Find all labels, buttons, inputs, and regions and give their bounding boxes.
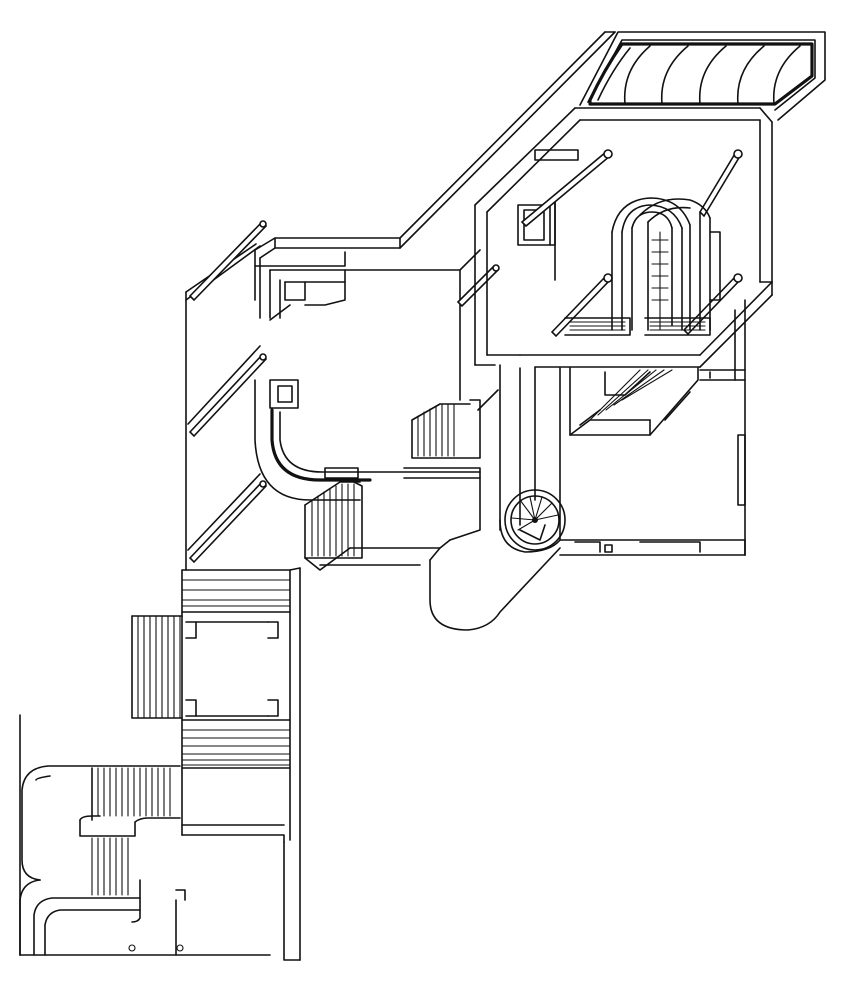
upper-rail-poles <box>522 150 742 336</box>
lower-wing <box>500 300 745 555</box>
stair-central-upper <box>412 400 480 458</box>
stair-lower-left-outer <box>92 768 170 820</box>
entry-court <box>20 715 270 955</box>
rounded-bay <box>430 478 560 630</box>
arched-cage <box>565 198 720 335</box>
stair-central-lower <box>305 480 450 570</box>
stair-landing-lower <box>182 730 290 765</box>
upper-wing <box>475 108 772 367</box>
central-hall <box>255 32 615 408</box>
stair-landing-upper <box>182 580 290 606</box>
tall-wall-pier <box>284 568 300 960</box>
stair-landing-left <box>132 616 182 718</box>
spiral-stair <box>500 490 565 552</box>
stair-lower-left-inner <box>92 838 128 895</box>
curved-wall <box>255 380 480 500</box>
rail-pole-mid <box>458 265 499 410</box>
left-gallery <box>186 221 266 570</box>
landing-block <box>182 570 290 842</box>
skylight <box>580 32 825 120</box>
stair-right-lower <box>570 368 698 435</box>
